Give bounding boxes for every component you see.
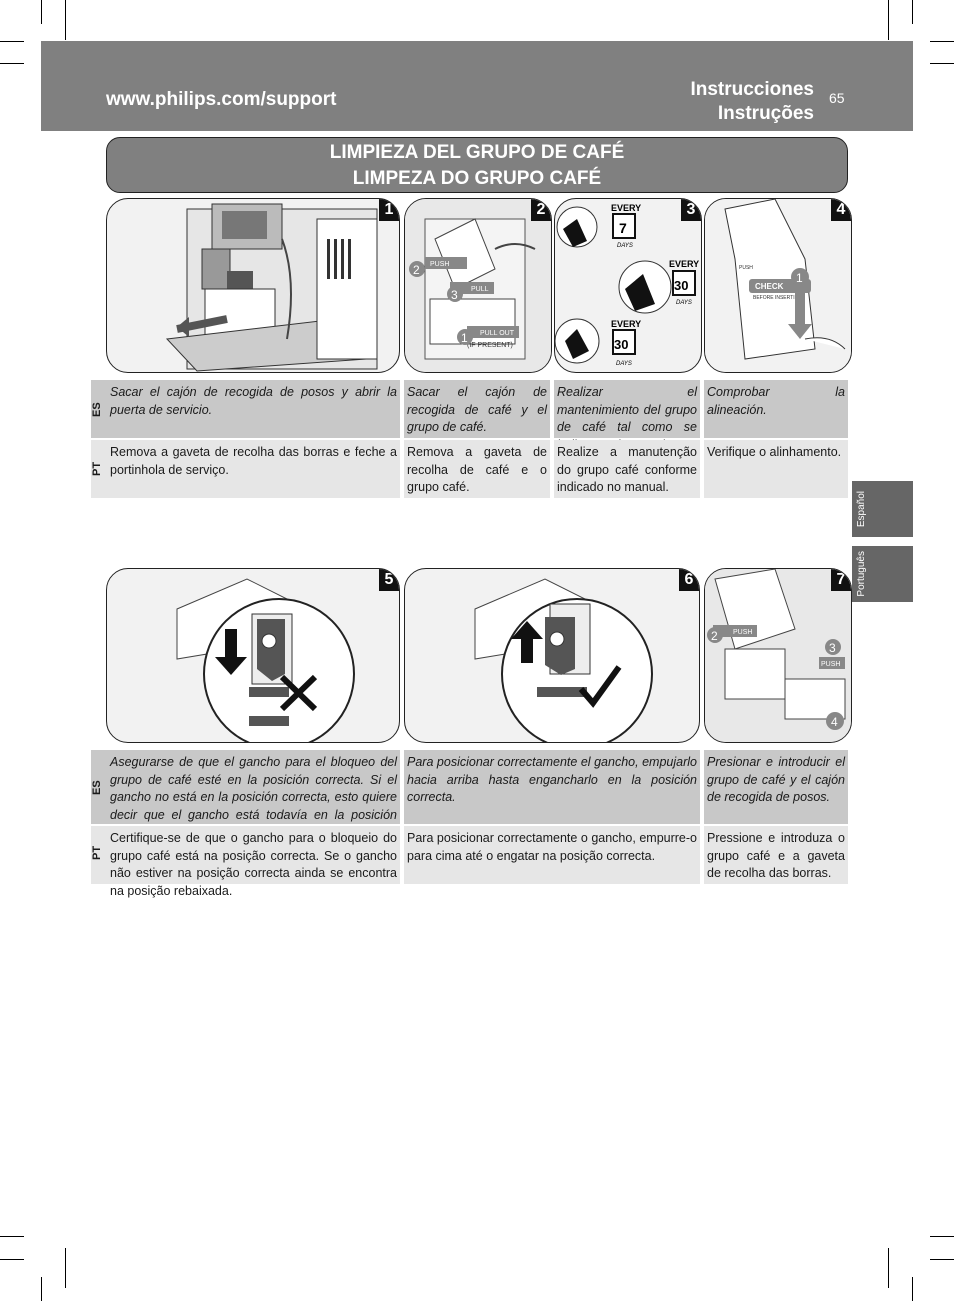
days-7-value: 7 (619, 220, 627, 236)
step-5-text-es: Asegurarse de que el gancho para el bloq… (107, 750, 400, 839)
hook-correct-position-illustration (474, 578, 653, 742)
callout-2: 2 (413, 263, 420, 277)
crop-mark (65, 0, 66, 40)
step-number: 3 (681, 199, 701, 221)
row2-es-lang (91, 750, 107, 824)
callout-4: 4 (831, 715, 838, 729)
side-tab-pt[interactable]: Português (852, 546, 913, 602)
days-label: DAYS (676, 300, 692, 306)
lang-label-es: ES (91, 780, 103, 796)
callout-1: 1 (461, 331, 468, 345)
pull-out-label: PULL OUT (480, 330, 515, 337)
step-number: 1 (379, 199, 399, 221)
page-header: www.philips.com/support Instrucciones In… (41, 41, 913, 131)
push-label: PUSH (739, 265, 753, 271)
header-title-pt: Instruções (717, 103, 814, 124)
callout-3: 3 (451, 288, 458, 302)
lang-label-es: ES (91, 402, 103, 418)
section-title-pt: LIMPEZA DO GRUPO CAFÉ (352, 168, 602, 189)
step-6-illustration: 6 (404, 568, 700, 743)
step-1-text-es: Sacar el cajón de recogida de posos y ab… (107, 380, 400, 438)
crop-mark (930, 41, 954, 42)
step-2-illustration: PUSH PULL PULL OUT (IF PRESENT) 2 3 1 2 (404, 198, 552, 373)
step-4-text-es: Comprobar la alineación. (704, 380, 848, 438)
callout-2: 2 (711, 629, 718, 643)
crop-mark (0, 63, 24, 64)
maintenance-schedule-illustration: EVERY 7 DAYS EVERY 30 DAYS EVERY 30 DAYS (555, 203, 699, 367)
step-5-text-pt: Certifique-se de que o gancho para o blo… (107, 826, 400, 898)
if-present-label: (IF PRESENT) (467, 342, 513, 349)
crop-mark (888, 1248, 889, 1288)
crop-mark (0, 41, 24, 42)
step-7-illustration: PUSH PUSH 2 3 4 7 (704, 568, 852, 743)
row1-pt-lang (91, 440, 107, 498)
row2-pt-lang (91, 826, 107, 884)
pull-label: PULL (471, 286, 489, 293)
reinsert-brew-group-illustration: PUSH PUSH 2 3 4 (705, 569, 851, 742)
crop-mark (0, 1236, 24, 1237)
before-inserting-label: BEFORE INSERTING (753, 295, 802, 301)
step-6-text-pt: Para posicionar correctamente o gancho, … (404, 826, 700, 884)
callout-3: 3 (829, 641, 836, 655)
step-6-text-es: Para posicionar correctamente el gancho,… (404, 750, 700, 824)
crop-mark (41, 0, 42, 24)
row1-es-lang (91, 380, 107, 438)
crop-mark (930, 63, 954, 64)
step-number: 4 (831, 199, 851, 221)
lang-label-pt: PT (91, 461, 103, 477)
side-tab-pt-label: Português (856, 551, 867, 597)
step-3-illustration: EVERY 7 DAYS EVERY 30 DAYS EVERY 30 DAYS… (554, 198, 702, 373)
crop-mark (65, 1248, 66, 1288)
every-label: EVERY (611, 319, 641, 329)
step-4-illustration: CHECK BEFORE INSERTING PUSH 1 4 (704, 198, 852, 373)
alignment-check-illustration: CHECK BEFORE INSERTING PUSH 1 (705, 199, 851, 372)
crop-mark (930, 1236, 954, 1237)
section-title-es: LIMPIEZA DEL GRUPO DE CAFÉ (329, 142, 625, 163)
push-label: PUSH (821, 661, 840, 668)
section-title: LIMPIEZA DEL GRUPO DE CAFÉ LIMPEZA DO GR… (106, 137, 848, 193)
every-label: EVERY (669, 259, 699, 269)
hook-wrong-position-illustration (176, 578, 355, 742)
step-number: 5 (379, 569, 399, 591)
days-30-value: 30 (674, 278, 688, 293)
step-1-text-pt: Remova a gaveta de recolha das borras e … (107, 440, 400, 498)
page-number: 65 (829, 90, 845, 106)
step-2-text-pt: Remova a gaveta de recolha de café e o g… (404, 440, 550, 498)
crop-mark (930, 1259, 954, 1260)
step-4-text-pt: Verifique o alinhamento. (704, 440, 848, 498)
step-1-illustration: 1 (106, 198, 400, 373)
every-label: EVERY (611, 203, 641, 213)
step-5-illustration: 5 (106, 568, 400, 743)
lang-label-pt: PT (91, 845, 103, 861)
callout-1: 1 (796, 271, 803, 285)
step-number: 2 (531, 199, 551, 221)
step-3-text-es: Realizar el mantenimiento del grupo de c… (554, 380, 700, 452)
brew-group-removal-illustration: PUSH PULL PULL OUT (IF PRESENT) 2 3 1 (405, 199, 551, 372)
push-label: PUSH (733, 629, 752, 636)
step-7-text-es: Presionar e introducir el grupo de café … (704, 750, 848, 824)
step-2-text-es: Sacar el cajón de recogida de café y el … (404, 380, 550, 438)
step-7-text-pt: Pressione e introduza o grupo café e a g… (704, 826, 848, 884)
check-label: CHECK (755, 282, 784, 291)
crop-mark (912, 0, 913, 24)
step-3-text-pt: Realize a manutenção do grupo café confo… (554, 440, 700, 498)
coffee-machine-illustration (165, 203, 378, 372)
days-label: DAYS (616, 361, 632, 367)
side-tab-es-label: Español (856, 491, 867, 528)
crop-mark (912, 1277, 913, 1301)
days-30-value: 30 (614, 337, 628, 352)
crop-mark (888, 0, 889, 40)
push-label: PUSH (430, 261, 449, 268)
crop-mark (41, 1277, 42, 1301)
step-number: 6 (679, 569, 699, 591)
header-title-es: Instrucciones (690, 79, 814, 100)
days-label: DAYS (617, 243, 633, 249)
step-number: 7 (831, 569, 851, 591)
crop-mark (0, 1259, 24, 1260)
side-tab-es[interactable]: Español (852, 481, 913, 537)
support-url[interactable]: www.philips.com/support (106, 89, 337, 110)
